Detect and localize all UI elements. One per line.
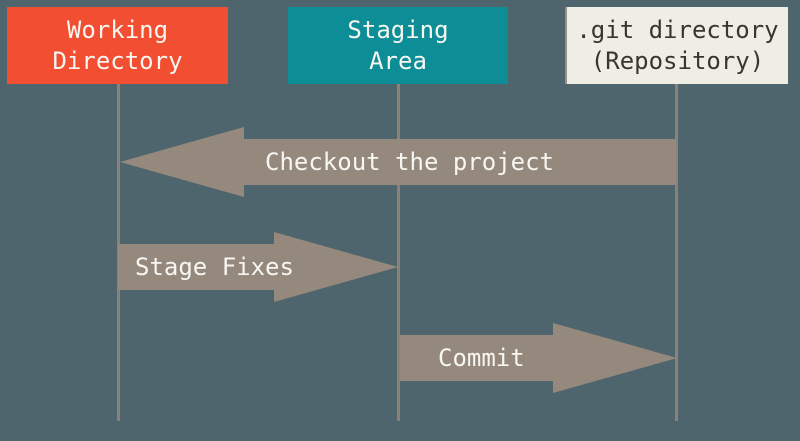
arrow-stage-fixes-label: Stage Fixes (135, 253, 294, 281)
arrow-commit-shaft (400, 335, 553, 381)
arrow-checkout-label: Checkout the project (265, 148, 554, 176)
arrowhead-right-icon (553, 323, 677, 393)
box-staging-area-label: Staging Area (347, 15, 449, 75)
arrow-checkout: Checkout the project (120, 127, 676, 197)
arrow-commit-label: Commit (438, 344, 525, 372)
arrowhead-right-icon (274, 232, 398, 302)
box-working-directory-label: Working Directory (52, 15, 183, 75)
arrow-commit: Commit (400, 323, 677, 393)
lifeline-staging-area (397, 84, 400, 421)
lifeline-git-directory (675, 84, 678, 421)
arrow-checkout-shaft (244, 139, 676, 185)
arrowhead-left-icon (120, 127, 244, 197)
arrow-stage-fixes-shaft (118, 244, 274, 290)
arrow-stage-fixes: Stage Fixes (118, 232, 398, 302)
box-git-directory-label: .git directory (Repository) (576, 15, 779, 75)
box-working-directory: Working Directory (7, 7, 228, 84)
box-git-directory: .git directory (Repository) (565, 7, 788, 84)
box-staging-area: Staging Area (288, 7, 508, 84)
